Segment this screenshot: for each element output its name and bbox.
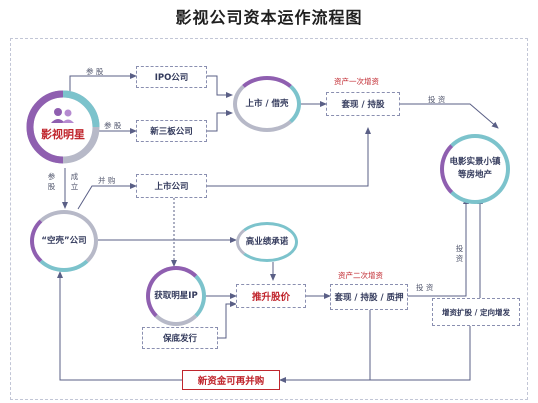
edge-ipo-listing <box>207 75 233 98</box>
label-cashout-round2: 资产二次增资 <box>338 271 383 280</box>
node-newfund: 新资金可再并购 <box>182 370 280 390</box>
label-cashout-round1: 资产一次增资 <box>334 77 379 86</box>
label-share-1: 参 股 <box>86 67 104 76</box>
edge-shell-listed <box>77 183 137 210</box>
edge-newfund-shell <box>57 271 182 381</box>
star-ring <box>26 90 100 164</box>
edge-listed-cashout1 <box>207 127 371 187</box>
node-listed: 上市公司 <box>136 174 207 198</box>
node-star-label: 影视明星 <box>41 128 85 141</box>
node-listing: 上市 / 借壳 <box>233 76 301 132</box>
node-cashout2: 套现 / 持股 / 质押 <box>330 284 408 310</box>
edge-cashout1-town <box>400 103 499 129</box>
node-boost: 推升股价 <box>236 284 306 308</box>
label-invest-2: 投 资 <box>416 283 434 292</box>
label-share-vertical: 参股 <box>47 172 56 191</box>
edge-cashout2-town <box>408 197 469 297</box>
node-town: 电影实景小镇 等房地产 <box>440 134 510 204</box>
label-merge: 并 购 <box>98 176 116 185</box>
people-icon <box>51 108 74 123</box>
label-invest-1: 投 资 <box>428 95 446 104</box>
label-invest-3: 投 资 <box>455 244 464 263</box>
node-promise: 高业绩承诺 <box>236 222 298 262</box>
node-neeq: 新三板公司 <box>136 120 207 142</box>
label-found-vertical: 成立 <box>70 172 79 191</box>
node-cashout1: 套现 / 持股 <box>326 92 400 116</box>
edge-guarantee-boost <box>218 301 237 339</box>
diagram-title: 影视公司资本运作流程图 <box>175 8 363 27</box>
node-ipo: IPO公司 <box>136 66 207 88</box>
diagram-frame <box>10 38 528 400</box>
edge-star-ipo <box>69 73 137 92</box>
edge-neeq-listing <box>207 110 233 132</box>
node-shell: “空壳”公司 <box>30 210 98 272</box>
node-acquire: 获取明星IP <box>146 266 206 326</box>
edge-expand-newfund <box>370 326 471 381</box>
label-share-2: 参 股 <box>104 121 122 130</box>
node-guarantee: 保底发行 <box>142 327 218 349</box>
edge-cashout2-newfund <box>279 310 371 383</box>
node-expand: 增资扩股 / 定向增发 <box>432 298 520 326</box>
